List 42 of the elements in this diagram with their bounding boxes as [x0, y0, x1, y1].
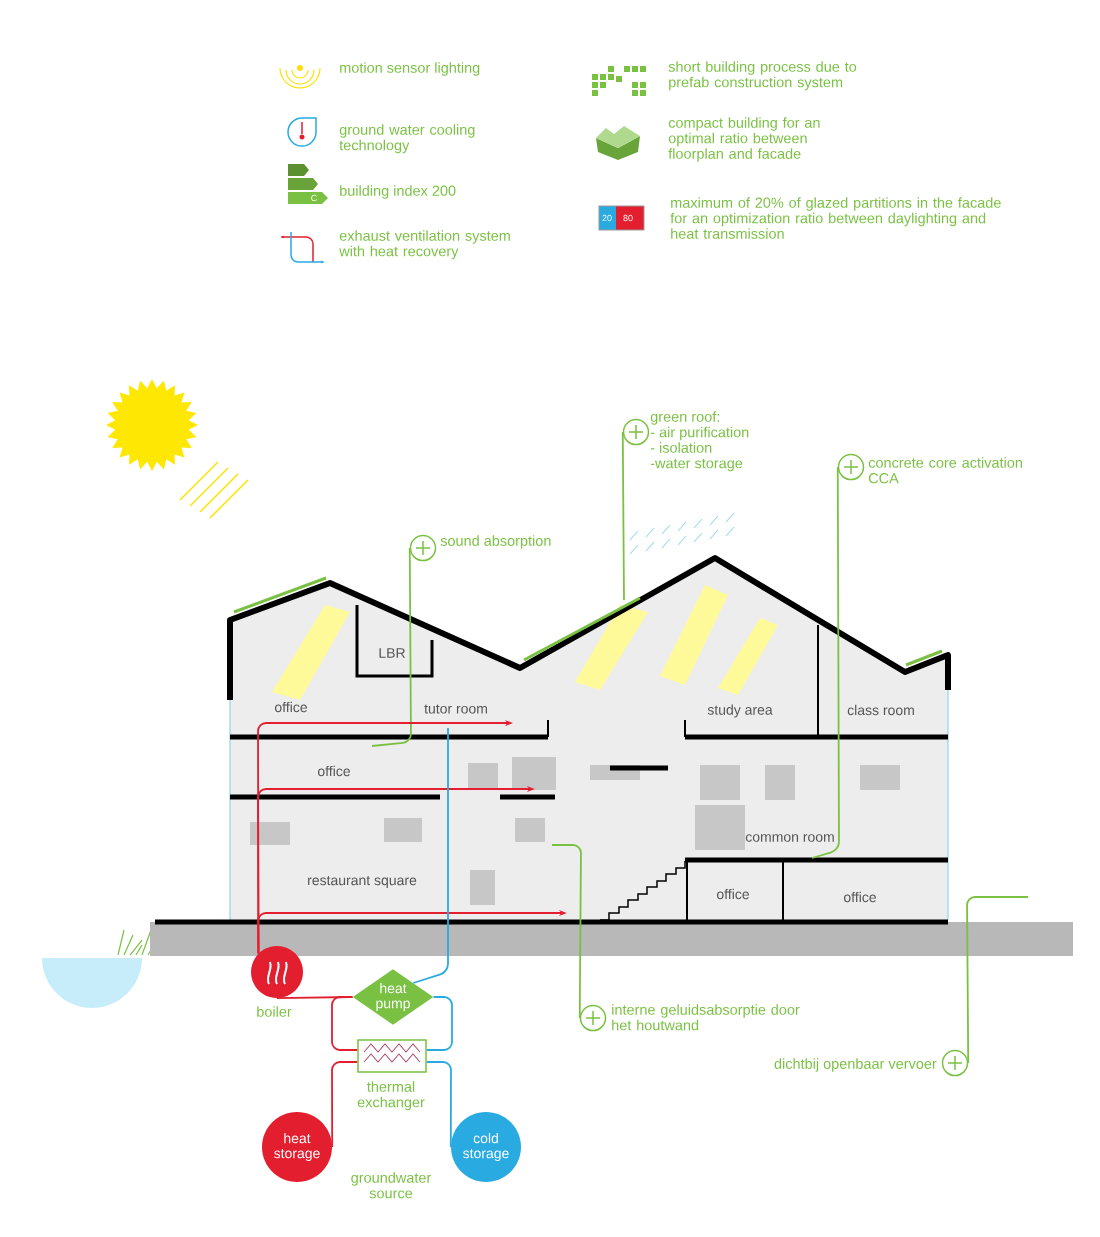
icon-label: 20 [602, 214, 612, 222]
room-label: common room [745, 834, 834, 842]
callout-text: green roof: - air purification - isolation -water storage [650, 411, 749, 472]
node-caption: thermal exchanger [357, 1081, 425, 1111]
legend-text: building index 200 [340, 185, 456, 199]
callout-text: interne geluidsabsorptie door het houtwand [612, 1004, 800, 1031]
node-caption: boiler [257, 1006, 292, 1017]
pipe-line [331, 1061, 359, 1148]
room-label: study area [707, 704, 773, 718]
room-label: LBR [379, 648, 405, 658]
node-label: - isolation [650, 442, 712, 453]
pipe-line [412, 727, 449, 984]
callout-text: sound absorption [440, 535, 551, 549]
legend-text: short building process due to prefab construction system [668, 61, 857, 91]
room-label: restaurant square [308, 876, 417, 888]
icon-label: 80 [623, 214, 633, 222]
leader-line [811, 466, 840, 859]
legend-text: exhaust ventilation system with heat recovery [339, 230, 510, 260]
node-label: -water storage [650, 458, 743, 472]
pipe-line [425, 996, 453, 1051]
room-label: class room [847, 704, 914, 716]
node-label: - air purification [650, 426, 749, 441]
leader-line [621, 431, 625, 601]
leader-line [966, 896, 1029, 1064]
legend-text: motion sensor lighting [340, 62, 480, 76]
legend-text: compact building for an optimal ratio between floorplan and facade [668, 117, 820, 162]
room-label: office [318, 765, 350, 777]
caption-text: groundwater source [351, 1172, 432, 1199]
legend-text: maximum of 20% of glazed partitions in the facade for an optimization ratio between daylighting and heat transmission [670, 197, 1001, 239]
leader-line [371, 547, 412, 747]
room-label: office [843, 891, 876, 903]
callout-text: concrete core activation CCA [868, 457, 1022, 484]
room-label: tutor room [424, 704, 487, 714]
callout-text: dichtbij openbaar vervoer [774, 1058, 937, 1072]
room-label: office [275, 701, 307, 713]
node-label: green roof: [650, 411, 719, 425]
legend-text: ground water cooling technology [339, 124, 475, 154]
pipe-line [331, 996, 359, 1051]
pipe-line [425, 1061, 452, 1148]
icon-label: C [311, 194, 317, 202]
leader-line [551, 844, 582, 1019]
room-label: office [716, 888, 749, 900]
